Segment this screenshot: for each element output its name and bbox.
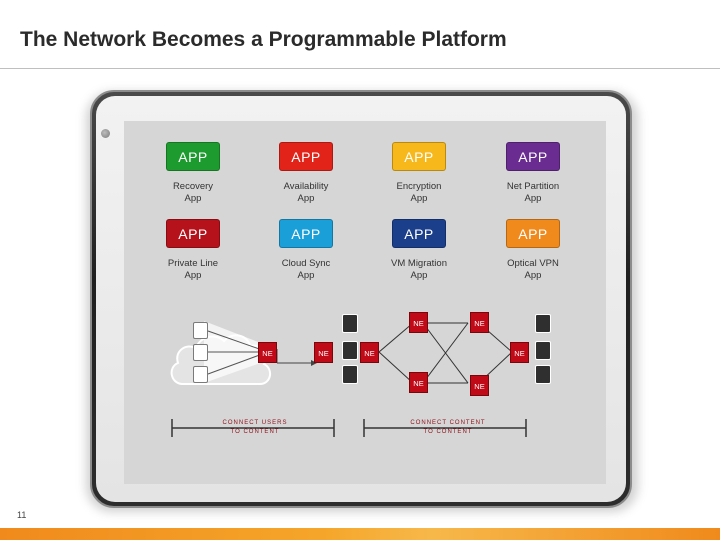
user-device-mid: [193, 344, 208, 361]
mesh-link-1: [378, 322, 414, 353]
content-server-right-bottom: [535, 365, 551, 384]
page-number: 11: [17, 510, 27, 520]
network-element-mesh-top-right[interactable]: NE: [470, 312, 489, 333]
app-tile-recovery[interactable]: APP: [166, 142, 220, 171]
network-element-mesh-right[interactable]: NE: [510, 342, 529, 363]
slide-title: The Network Becomes a Programmable Platf…: [20, 28, 507, 51]
app-tile-encryption[interactable]: APP: [392, 142, 446, 171]
mesh-link-2: [378, 351, 414, 384]
bracket-left: [171, 419, 335, 437]
content-server-left-mid: [342, 341, 358, 360]
footer-accent-bar: [0, 528, 720, 540]
user-device-bottom: [193, 366, 208, 383]
content-server-left-top: [342, 314, 358, 333]
content-server-right-mid: [535, 341, 551, 360]
content-server-right-top: [535, 314, 551, 333]
network-diagram: [170, 321, 527, 437]
app-tile-cloud-sync[interactable]: APP: [279, 219, 333, 248]
title-divider: [0, 68, 720, 69]
camera-icon: [101, 129, 110, 138]
network-element-mesh-bottom-left[interactable]: NE: [409, 372, 428, 393]
mesh-link-6: [422, 322, 469, 384]
bracket-right: [363, 419, 527, 437]
content-server-left-bottom: [342, 365, 358, 384]
network-element-mesh-left[interactable]: NE: [360, 342, 379, 363]
app-tile-private-line[interactable]: APP: [166, 219, 220, 248]
network-element-mesh-top-left[interactable]: NE: [409, 312, 428, 333]
network-element-mesh-bottom-right[interactable]: NE: [470, 375, 489, 396]
link-user-top: [207, 330, 266, 352]
user-device-top: [193, 322, 208, 339]
network-element-users-edge[interactable]: NE: [258, 342, 277, 363]
app-tile-availability[interactable]: APP: [279, 142, 333, 171]
app-tile-net-partition[interactable]: APP: [506, 142, 560, 171]
app-tile-vm-migration[interactable]: APP: [392, 219, 446, 248]
app-tile-optical-vpn[interactable]: APP: [506, 219, 560, 248]
link-user-bottom: [207, 352, 266, 375]
network-element-content-edge[interactable]: NE: [314, 342, 333, 363]
arrow-head: [311, 360, 317, 366]
